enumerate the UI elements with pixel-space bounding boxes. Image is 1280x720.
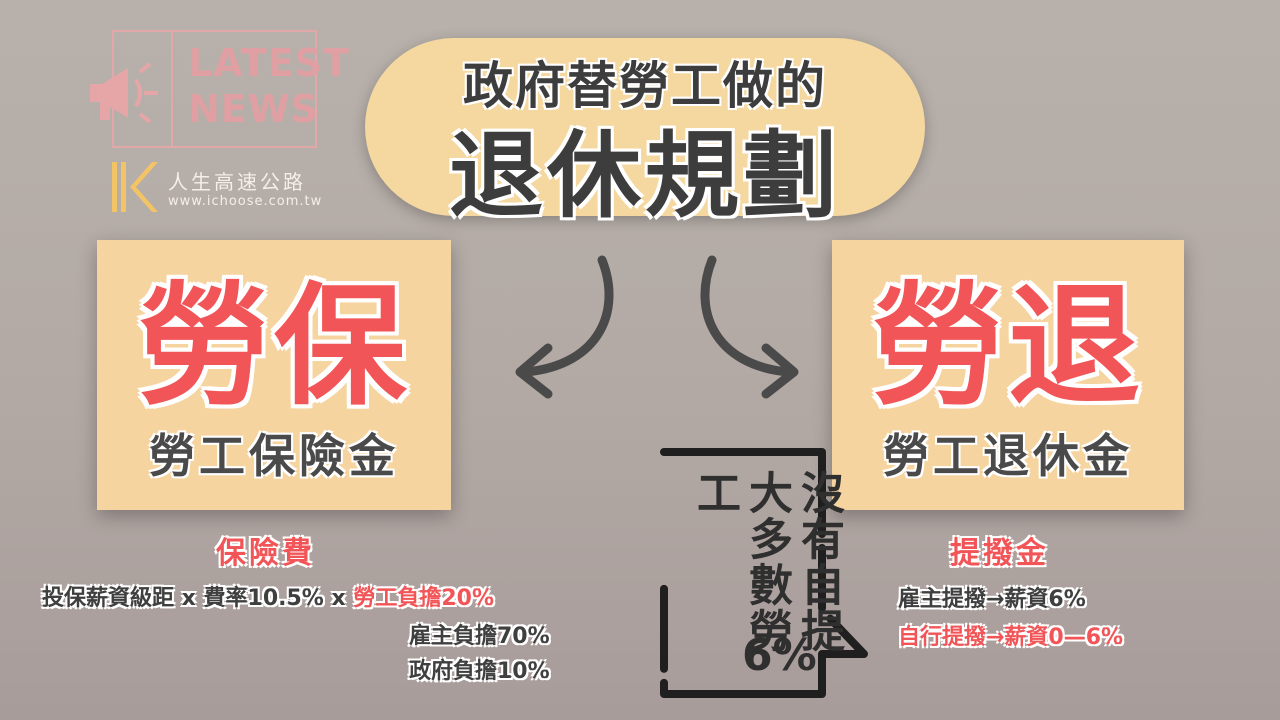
latest-news-line2: NEWS [188, 87, 320, 131]
title-pill [365, 38, 925, 216]
worker-share: 勞工負擔20% [353, 586, 495, 611]
brand-url: www.ichoose.com.tw [168, 194, 323, 209]
branch-arrows [490, 240, 820, 404]
speech-bubble [650, 440, 880, 714]
right-curved-arrow-icon [700, 255, 799, 399]
brand-logo-icon [112, 162, 158, 216]
title-line2: 退休規劃 [448, 122, 841, 231]
bubble-col1: 沒有自提 [793, 470, 844, 654]
employer-share: 雇主負擔70% [409, 624, 550, 649]
labor-pension-subtitle: 勞工退休金 [883, 429, 1133, 483]
latest-news-line1: LATEST [188, 41, 350, 85]
employer-contribution: 雇主提撥→薪資6% [898, 587, 1086, 612]
latest-news-divider [171, 30, 173, 148]
self-contribution: 自行提撥→薪資0—6% [898, 625, 1124, 650]
labor-insurance-title: 勞保 [138, 270, 410, 424]
latest-news-logo: LATEST NEWS [188, 40, 350, 132]
bubble-col2: 大多數勞工 [689, 470, 792, 654]
bubble-percent: 6% [742, 630, 817, 681]
bubble-text: 沒有自提大多數勞工 [688, 470, 844, 670]
insurance-formula-prefix: 投保薪資級距 x 費率10.5% x [42, 586, 354, 611]
labor-insurance-subtitle: 勞工保險金 [149, 429, 399, 483]
labor-pension-card [832, 240, 1184, 510]
title-line1: 政府替勞工做的 [463, 57, 827, 115]
insurance-fee-heading: 保險費 [216, 536, 315, 571]
labor-insurance-card [97, 240, 451, 510]
left-curved-arrow-icon [515, 255, 614, 399]
insurance-formula: 投保薪資級距 x 費率10.5% x 勞工負擔20% [42, 580, 494, 612]
government-share: 政府負擔10% [409, 659, 550, 684]
megaphone-icon [84, 58, 170, 132]
contribution-heading: 提撥金 [950, 536, 1049, 571]
brand-name: 人生高速公路 [168, 170, 306, 194]
labor-pension-title: 勞退 [872, 270, 1144, 424]
